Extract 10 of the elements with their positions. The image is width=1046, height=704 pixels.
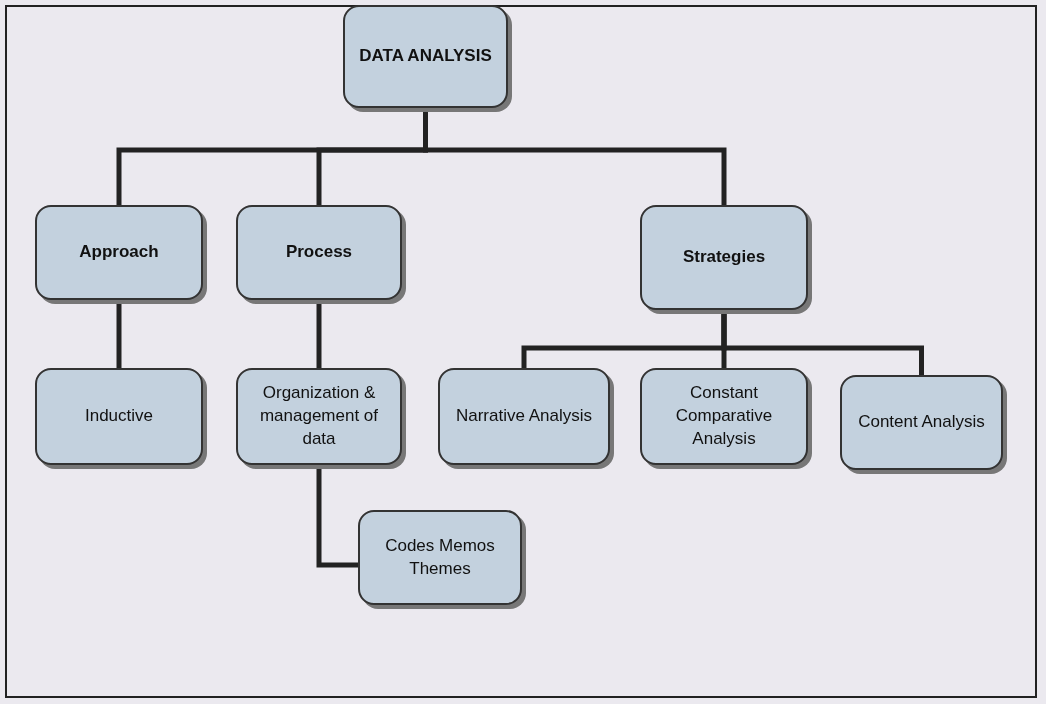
- node-label: Process: [285, 241, 353, 264]
- node-label: Codes Memos Themes: [384, 534, 496, 580]
- node-label: DATA ANALYSIS: [359, 45, 492, 68]
- node-label: Organization & management of data: [258, 382, 380, 450]
- node-label: Constant Comparative Analysis: [674, 382, 774, 450]
- node-label: Approach: [79, 241, 159, 264]
- node-label: Inductive: [84, 405, 153, 428]
- node-label: Narrative Analysis: [455, 405, 593, 428]
- node-label: Content Analysis: [858, 411, 985, 434]
- node-label: Strategies: [682, 246, 766, 269]
